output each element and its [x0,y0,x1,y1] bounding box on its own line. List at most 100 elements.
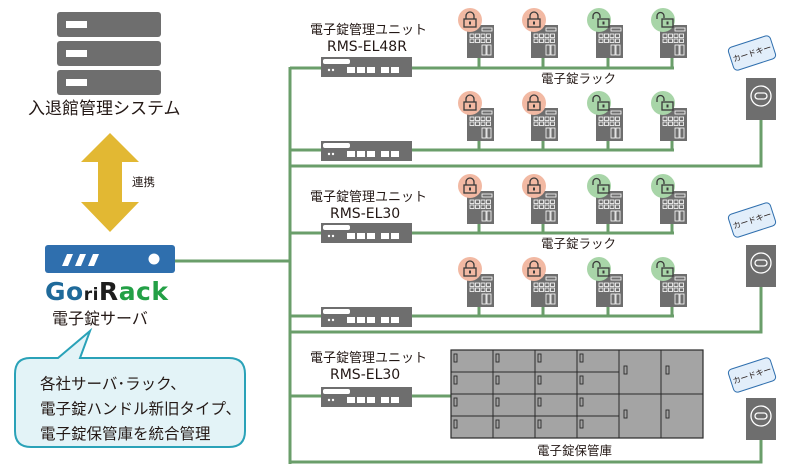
rack-key [469,116,475,121]
sync-arrow-icon [81,133,139,232]
rack-handle [674,210,680,222]
lock-shackle [465,260,475,268]
rack-key [475,204,480,209]
rack-key [679,199,684,204]
rack-key [673,121,679,126]
rack-key [480,287,486,292]
rack-display [674,27,686,32]
rack-display [481,110,493,115]
rack-key [533,282,539,287]
rack-key [673,287,679,292]
rack-key [544,282,550,287]
rack-key [475,116,480,121]
unit-port [367,233,375,239]
cabinet-door-handle [453,419,458,429]
rack-3-3 [587,174,623,233]
locked-icon [458,174,482,198]
rack-handle [486,44,492,56]
lock-keyhole [469,270,471,274]
rack-key [533,199,539,204]
rack-display [610,193,622,198]
rack-key [668,282,673,287]
management-unit-3 [321,223,412,243]
rack-handle [481,127,487,139]
rack-key [679,33,684,38]
rack-key [662,121,668,126]
rack-key [550,204,555,209]
lock-keyhole [469,21,471,25]
management-unit-5 [321,387,412,407]
cabinet-door-handle [537,419,542,429]
lock-shackle [592,94,601,102]
lock-shackle [529,11,539,19]
rack-key [679,38,684,43]
rack-handle [486,293,492,305]
card-reader-3: カードキー [727,357,777,440]
lock-body [661,101,674,111]
unit-label-strip [323,309,350,314]
locked-icon [522,174,546,198]
rack-key [604,116,609,121]
rack-key [662,287,668,292]
rack-handle [550,293,556,305]
rack-key [480,282,486,287]
lock-keyhole [666,104,669,108]
unlocked-icon [587,91,611,115]
rack-key [615,38,620,43]
rack-key [550,282,555,287]
card-reader-slot [754,412,768,420]
rack-handle [545,127,551,139]
unit-port [347,67,355,73]
lock-shackle [465,94,475,102]
cabinet-door-handle [537,375,542,385]
card-reader-2: カードキー [727,202,777,287]
rack-handle [615,127,621,139]
rack-key [475,33,480,38]
lock-body [527,267,541,277]
sync-label: 連携 [132,175,155,189]
rack-handle [615,44,621,56]
lock-keyhole [602,104,605,108]
rack-key [544,199,550,204]
rack-display [545,27,557,32]
rack-key [533,33,539,38]
rack-key [609,287,615,292]
unit-led [331,152,335,156]
rack-key [604,199,609,204]
callout-line-1: 各社サーバ･ラック、 [40,375,186,393]
unit-port [347,397,355,403]
unlocked-icon [587,174,611,198]
card-reader-ring [750,252,772,274]
rack-key [615,199,620,204]
rack-key [539,287,544,292]
lock-badge [587,257,611,281]
rack-key [544,116,550,121]
rack-display [610,110,622,115]
rack-display [481,276,493,281]
card-key-shape [727,35,777,71]
rack-key [469,282,475,287]
rack-handle [545,210,551,222]
rack-key [469,38,475,43]
rack-handle [615,293,621,305]
rack-key [539,282,544,287]
callout-text: 各社サーバ･ラック、 電子錠ハンドル新旧タイプ、 電子錠保管庫を統合管理 [40,372,241,447]
rack-key [609,38,615,43]
rack-key [598,287,604,292]
rack-key [673,282,679,287]
rack-group-2-label: 電子錠ラック [541,236,617,251]
locked-icon [458,91,482,115]
lock-shackle [656,94,665,102]
rack-key [615,116,620,121]
lock-keyhole [533,187,535,191]
cabinet-door-handle [537,353,542,363]
cabinet-door-handle [623,365,628,375]
rack-key [475,38,480,43]
logo-part-go: Go [45,277,84,306]
rack-key [486,199,491,204]
rack-key [480,199,486,204]
rack-2-1 [458,91,494,150]
locked-icon [522,91,546,115]
unit-label-strip [323,143,350,148]
rack-key [550,33,555,38]
